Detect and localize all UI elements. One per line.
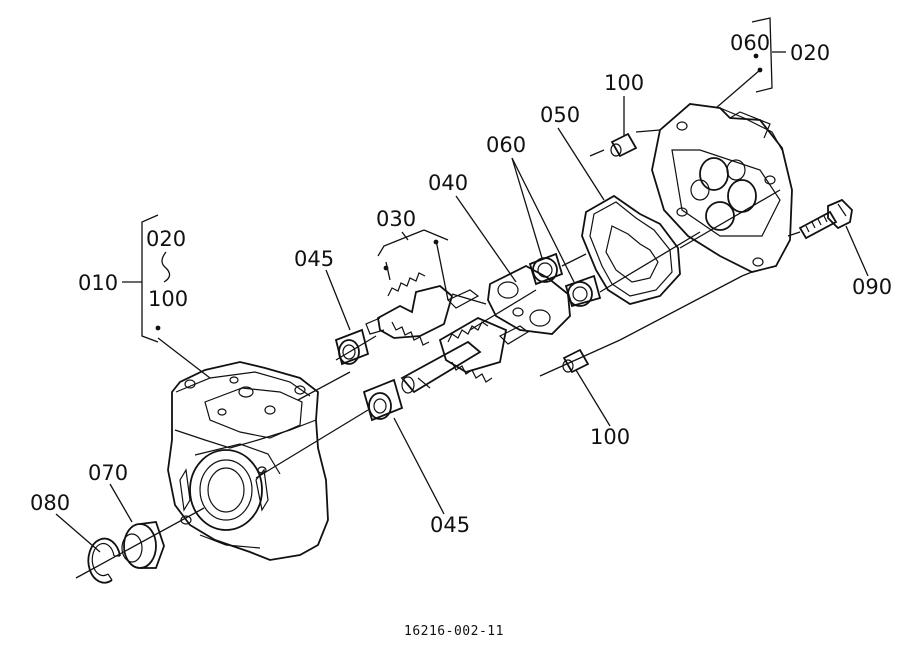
- driven-gear-030: [365, 272, 480, 346]
- label-020-right: 020: [790, 41, 830, 65]
- bushing-045-bottom: [362, 378, 404, 422]
- label-030: 030: [376, 207, 416, 231]
- bracket-030: [377, 229, 449, 301]
- label-010: 010: [78, 271, 118, 295]
- ring-060-lower: [564, 274, 602, 308]
- ring-060-upper: [528, 252, 564, 286]
- label-100-left: 100: [148, 287, 188, 311]
- dowel-pin-100-top: [610, 132, 638, 158]
- gasket-050: [581, 194, 681, 305]
- dowel-pin-100-bottom: [562, 348, 590, 374]
- pump-body-010: [167, 361, 329, 561]
- bracket-dot: [155, 325, 161, 331]
- bracket-020-right: [751, 17, 786, 93]
- drive-shaft-gear-030: [400, 316, 530, 394]
- label-100-bottom: 100: [590, 425, 630, 449]
- bracket-010: [122, 214, 211, 379]
- label-050: 050: [540, 103, 580, 127]
- oil-seal-070: [121, 521, 165, 569]
- leader-lines: [55, 69, 869, 553]
- label-020-left: 020: [146, 227, 186, 251]
- bushing-045-top: [334, 328, 370, 366]
- rear-cover-020: [651, 103, 793, 273]
- bolt-090: [798, 198, 853, 240]
- bracket-dot: [383, 265, 389, 271]
- bracket-dot: [433, 239, 439, 245]
- diagram-code: 16216-002-11: [404, 624, 504, 639]
- label-080: 080: [30, 491, 70, 515]
- label-060-top: 060: [730, 31, 770, 55]
- label-090: 090: [852, 275, 892, 299]
- bracket-dot: [753, 53, 759, 59]
- label-100-top: 100: [604, 71, 644, 95]
- assembly-axis-lines: [75, 129, 801, 579]
- label-070: 070: [88, 461, 128, 485]
- label-045-top: 045: [294, 247, 334, 271]
- bracket-dot: [757, 67, 763, 73]
- label-045-bottom: 045: [430, 513, 470, 537]
- label-060-mid: 060: [486, 133, 526, 157]
- side-plate-040: [487, 264, 571, 335]
- label-040: 040: [428, 171, 468, 195]
- circlip-080: [87, 537, 121, 584]
